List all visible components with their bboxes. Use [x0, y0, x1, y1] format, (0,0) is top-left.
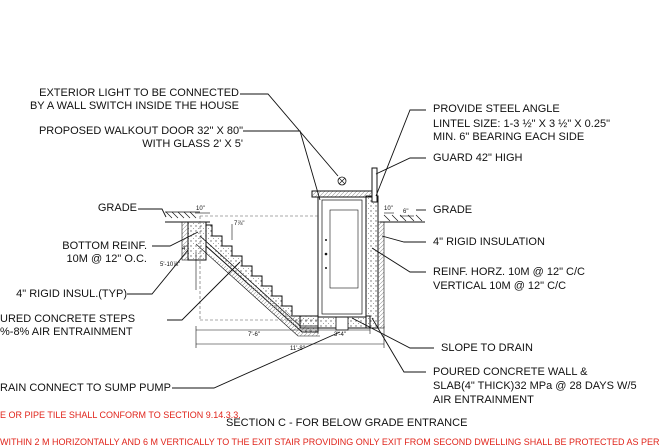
label-concrete-wall-line3: AIR ENTRAINMENT	[433, 394, 534, 406]
label-rigid-insul-typ: 4" RIGID INSUL.(TYP)	[16, 288, 127, 300]
dim-7-8: 7⅞"	[234, 221, 245, 227]
label-concrete-steps-line2: %-8% AIR ENTRAINMENT	[0, 326, 133, 338]
label-slope-to-drain: SLOPE TO DRAIN	[441, 342, 533, 354]
left-rigid-insulation	[181, 221, 189, 261]
right-rigid-insulation	[377, 221, 385, 329]
dim-5-10: 5'-10⅞"	[160, 262, 181, 268]
dim-11-8: 11'-8"	[290, 346, 305, 352]
label-exterior-light-line2: BY A WALL SWITCH INSIDE THE HOUSE	[29, 100, 239, 112]
steel-lintel	[311, 190, 373, 198]
label-concrete-wall-line2: SLAB(4" THICK)32 MPa @ 28 DAYS W/5	[433, 380, 637, 392]
label-rigid-insulation: 4" RIGID INSULATION	[433, 236, 545, 248]
label-concrete-wall-line1: POURED CONCRETE WALL &	[433, 366, 588, 378]
label-walkout-door-line1: PROPOSED WALKOUT DOOR 32" X 80"	[38, 125, 243, 137]
label-reinf-line2: VERTICAL 10M @ 12" C/C	[433, 280, 567, 292]
grade-line-left	[165, 211, 210, 223]
walkout-door	[317, 196, 367, 318]
dim-4: 4"	[182, 246, 188, 252]
label-bottom-reinf-line2: 10M @ 12" O.C.	[66, 253, 148, 265]
dim-10-right: 10"	[384, 206, 393, 212]
label-grade-right: GRADE	[433, 204, 473, 216]
reference-lines	[199, 215, 320, 321]
dim-3-4: 3'-4"	[334, 332, 346, 338]
label-guard: GUARD 42" HIGH	[433, 152, 523, 164]
label-reinf-line1: REINF. HORZ. 10M @ 12" C/C	[433, 266, 585, 278]
dim-7-6: 7'-6"	[248, 332, 260, 338]
dim-6: 6"	[403, 209, 409, 215]
section-drawing	[127, 93, 434, 389]
label-steel-angle-line3: MIN. 6" BEARING EACH SIDE	[433, 131, 585, 143]
drain-pit	[335, 315, 349, 331]
dim-10-left: 10"	[196, 206, 205, 212]
note-exit-protection: WITHIN 2 M HORIZONTALLY AND 6 M VERTICAL…	[0, 437, 659, 447]
note-pipe-tile: E OR PIPE TILE SHALL CONFORM TO SECTION …	[0, 410, 241, 420]
guard-post	[371, 167, 378, 203]
leader-lines	[127, 93, 434, 389]
label-steel-angle-line2: LINTEL SIZE: 1-3 ½" X 3 ½" X 0.25"	[433, 118, 610, 130]
label-walkout-door-line2: WITH GLASS 2' X 5'	[142, 138, 243, 150]
label-grade-left: GRADE	[97, 202, 137, 214]
exterior-light-icon	[337, 176, 347, 186]
right-concrete-wall	[365, 195, 379, 329]
label-bottom-reinf-line1: BOTTOM REINF.	[62, 240, 147, 252]
label-drain: RAIN CONNECT TO SUMP PUMP	[0, 382, 171, 394]
label-exterior-light-line1: EXTERIOR LIGHT TO BE CONNECTED	[39, 87, 239, 99]
label-concrete-steps-line1: URED CONCRETE STEPS	[0, 313, 136, 325]
grade-line-right	[380, 214, 425, 223]
left-foundation-wall	[187, 221, 207, 261]
section-title: SECTION C - FOR BELOW GRADE ENTRANCE	[226, 417, 468, 429]
dimension-lines	[195, 212, 414, 348]
label-steel-angle-line1: PROVIDE STEEL ANGLE	[433, 103, 560, 115]
